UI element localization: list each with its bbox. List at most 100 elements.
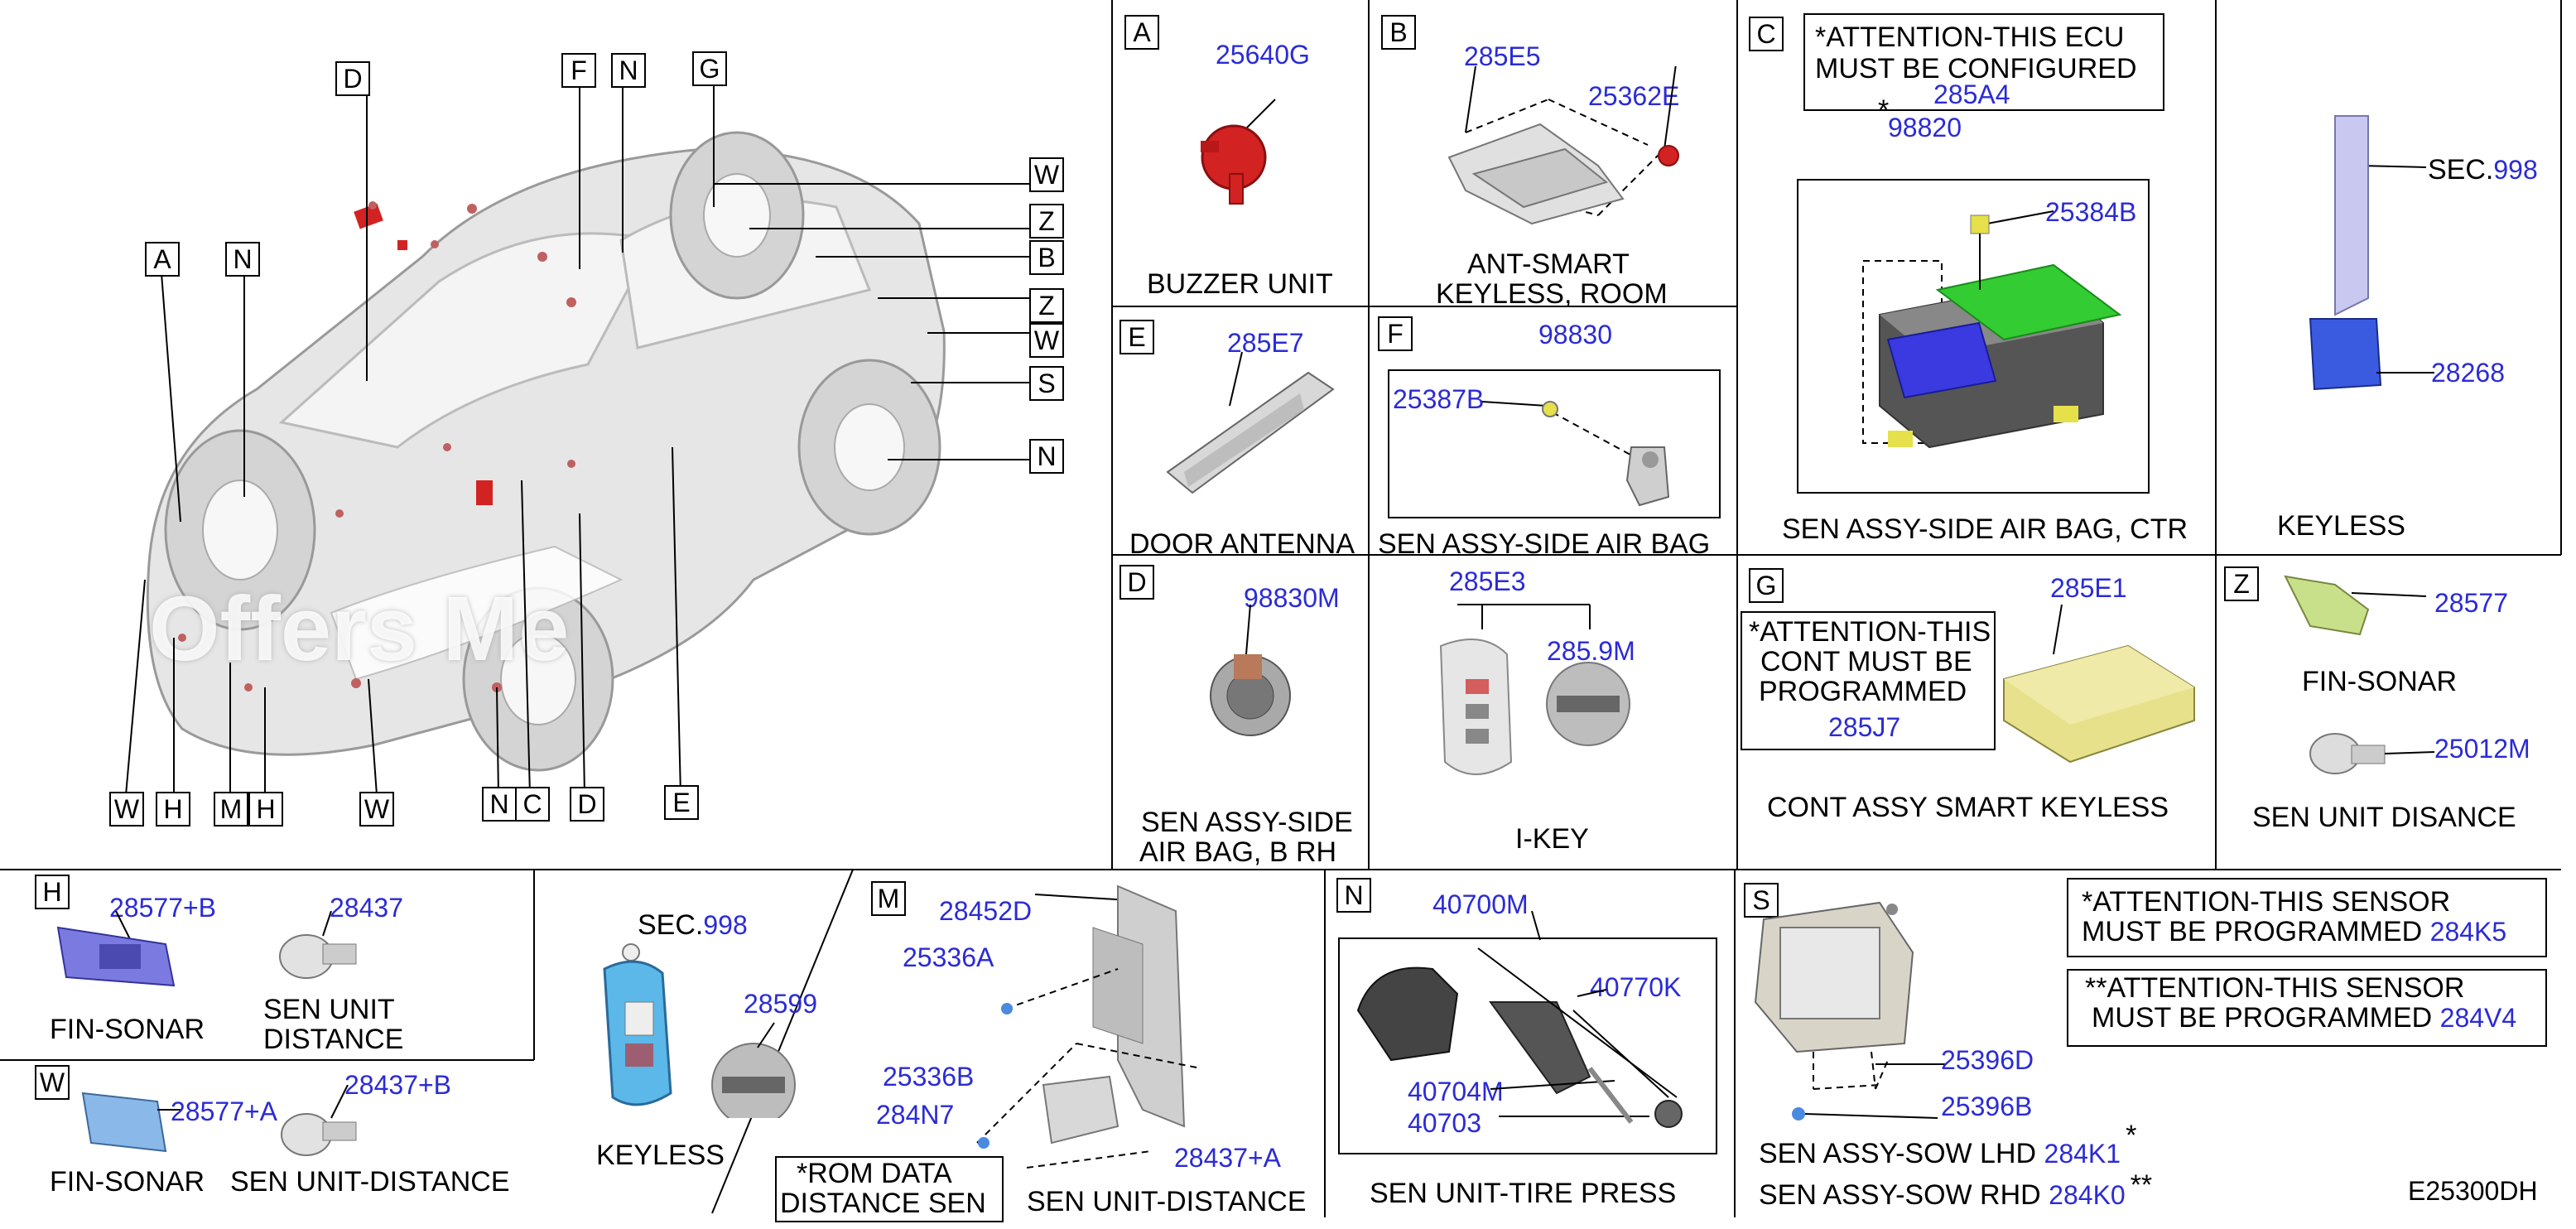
keyless1-sec: SEC.998 — [2428, 156, 2538, 184]
panel-z-letter: Z — [2224, 566, 2259, 601]
distance-sensor-icon — [2309, 733, 2435, 774]
panel-m-title: SEN UNIT-DISTANCE — [1027, 1186, 1307, 1217]
panel-g-letter: G — [1749, 568, 1784, 603]
panel-c-letter: C — [1749, 17, 1784, 51]
callout-c-bottom: C — [515, 787, 550, 822]
antenna-room-icon — [1447, 66, 1679, 225]
ikey-title: I-KEY — [1515, 823, 1589, 855]
distance-sensor-h-icon — [279, 911, 357, 979]
panel-s-p2: 284K0 — [2049, 1180, 2126, 1210]
panel-s-title2: SEN ASSY-SOW RHD — [1759, 1179, 2041, 1211]
panel-c-star: * — [1878, 94, 1890, 126]
keyless1-part: 28268 — [2431, 358, 2505, 388]
panel-n-title: SEN UNIT-TIRE PRESS — [1370, 1178, 1677, 1209]
panel-h-title2a: SEN UNIT — [263, 994, 395, 1025]
note-sensor-2p: 284V4 — [2439, 1003, 2517, 1033]
panel-m-note2: DISTANCE SEN — [780, 1188, 986, 1219]
panel-b-part2: 25362E — [1588, 81, 1680, 111]
panel-s-lhd: SEN ASSY-SOW LHD 284K1* — [1759, 1121, 2136, 1168]
callout-w1: W — [1029, 157, 1064, 192]
panel-b-letter: B — [1381, 15, 1416, 50]
panel-b-title2: KEYLESS, ROOM — [1436, 278, 1668, 310]
panel-w-title1: FIN-SONAR — [50, 1166, 205, 1198]
keyless2-part: 28599 — [744, 989, 817, 1019]
mechanical-key-icon — [2309, 115, 2434, 391]
panel-m-note — [775, 1156, 1004, 1222]
panel-z-part2: 25012M — [2434, 734, 2530, 764]
panel-m-note1: *ROM DATA — [797, 1158, 952, 1189]
note-sensor-2-line2: MUST BE PROGRAMMED 284V4 — [2092, 1004, 2516, 1032]
panel-s-star2: ** — [2130, 1169, 2153, 1201]
panel-m-part3: 25336B — [883, 1062, 975, 1092]
panel-c-note1: *ATTENTION-THIS ECU — [1815, 22, 2125, 53]
airbag-sensor-ctr-icon — [1862, 210, 2122, 449]
keyless1-sec-label: SEC. — [2428, 154, 2494, 186]
note-sensor-1p: 284K5 — [2429, 917, 2507, 947]
panel-z-title2: SEN UNIT DISANCE — [2252, 802, 2516, 833]
keyless1-title: KEYLESS — [2277, 510, 2405, 542]
fin-sonar-h-icon — [56, 911, 176, 987]
distance-sensor-bracket-icon — [976, 884, 1201, 1169]
callout-n-left: N — [225, 242, 260, 277]
panel-w-letter: W — [35, 1065, 70, 1100]
panel-s-star1: * — [2126, 1120, 2137, 1151]
panel-s-part2: 25396B — [1941, 1092, 2033, 1121]
note-sensor-2b: MUST BE PROGRAMMED — [2092, 1002, 2433, 1034]
panel-e-letter: E — [1119, 320, 1154, 354]
panel-z-part1: 28577 — [2434, 588, 2508, 618]
airbag-sensor-b-rh-icon — [1210, 605, 1291, 736]
panel-m-part2: 25336A — [903, 942, 994, 972]
callout-z2: Z — [1029, 288, 1064, 323]
panel-w-part2: 28437+B — [344, 1070, 452, 1100]
panel-f-part2: 25387B — [1393, 384, 1485, 414]
diagram-code: E25300DH — [2408, 1176, 2538, 1206]
panel-b-title1: ANT-SMART — [1467, 248, 1630, 280]
vehicle-illustration — [146, 131, 946, 772]
callout-a: A — [145, 242, 180, 277]
callout-d-bottom: D — [570, 787, 604, 822]
door-antenna-icon — [1166, 351, 1335, 494]
panel-n-part1: 40700M — [1432, 889, 1529, 919]
distance-sensor-w-icon — [281, 1085, 357, 1156]
panel-n-letter: N — [1336, 878, 1371, 913]
panel-g-note — [1741, 611, 1996, 750]
note-sensor-1-line2: MUST BE PROGRAMMED 284K5 — [2082, 918, 2506, 946]
callout-w2: W — [1029, 323, 1064, 358]
callout-w-bottom-left: W — [109, 792, 144, 827]
panel-w-part1: 28577+A — [171, 1096, 278, 1126]
callout-z1: Z — [1029, 204, 1064, 239]
panel-c-note2: MUST BE CONFIGURED — [1815, 53, 2137, 84]
panel-g-note3: PROGRAMMED — [1759, 676, 1967, 707]
panel-d-part: 98830M — [1244, 583, 1340, 613]
callout-m: M — [214, 792, 248, 827]
note-sensor-1b: MUST BE PROGRAMMED — [2082, 916, 2423, 947]
leader-lines — [125, 83, 1031, 796]
callout-g: G — [692, 51, 727, 86]
panel-h-title1: FIN-SONAR — [50, 1014, 205, 1045]
panel-n-part2: 40770K — [1590, 972, 1682, 1002]
buzzer-unit-icon — [1201, 99, 1276, 205]
panel-d-title2: AIR BAG, B RH — [1139, 836, 1337, 868]
callout-d-top: D — [335, 61, 370, 96]
panel-g-part-note: 285J7 — [1828, 712, 1901, 742]
panel-s-rhd: SEN ASSY-SOW RHD 284K0** — [1759, 1171, 2152, 1211]
keyless2-sec-num: 998 — [703, 910, 748, 940]
watermark: Offers Me — [149, 578, 570, 680]
note-sensor-1 — [2067, 878, 2547, 957]
panel-e-title: DOOR ANTENNA — [1129, 528, 1355, 560]
panel-s-letter: S — [1744, 883, 1779, 918]
airbag-sensor-side-icon — [1481, 401, 1670, 507]
panel-m-letter: M — [871, 881, 906, 916]
ikey-part1: 285E3 — [1449, 566, 1526, 596]
panel-d-letter: D — [1119, 565, 1154, 600]
callout-b: B — [1029, 240, 1064, 275]
panel-g-part: 285E1 — [2050, 573, 2127, 603]
panel-c-part1: 98820 — [1888, 113, 1962, 142]
callout-h1: H — [156, 792, 190, 827]
sow-sensor-icon — [1754, 901, 1946, 1121]
callout-e-bottom: E — [664, 785, 699, 820]
panel-g-title: CONT ASSY SMART KEYLESS — [1767, 792, 2169, 823]
panel-m-part4: 284N7 — [876, 1100, 955, 1130]
